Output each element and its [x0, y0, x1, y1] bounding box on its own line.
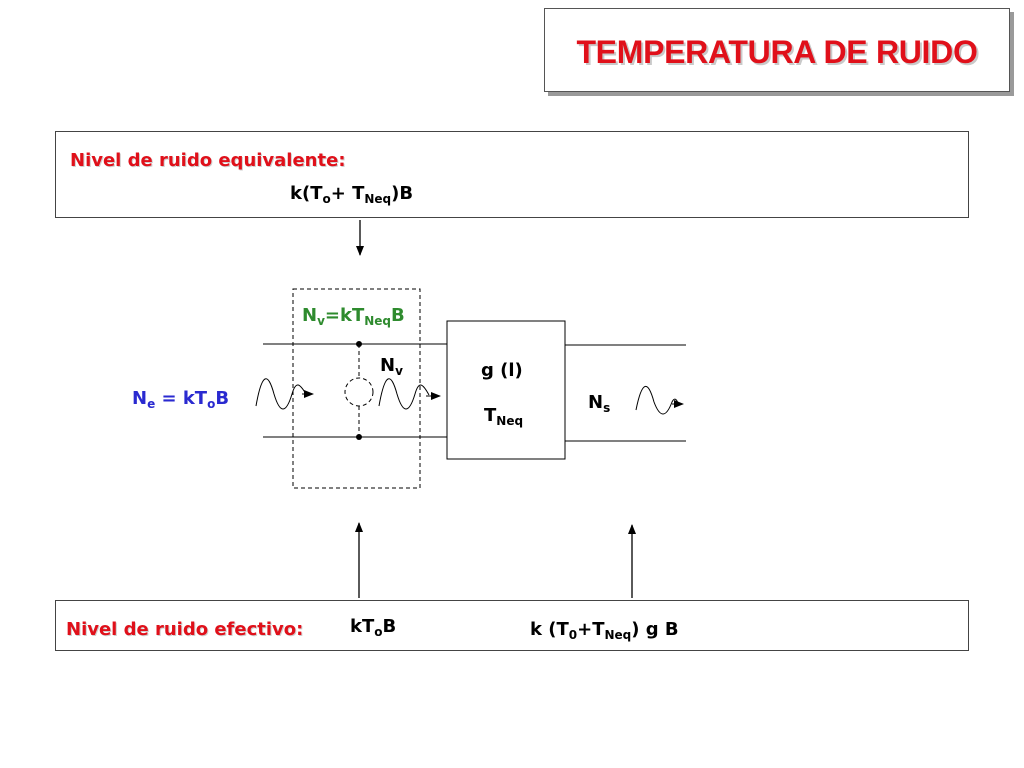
equivalent-noise-formula: k(To+ TNeq)B	[290, 183, 414, 206]
effective-noise-heading: Nivel de ruido efectivo:	[66, 619, 304, 640]
slide-title: TEMPERATURA DE RUIDO	[576, 34, 978, 70]
ns-label: Ns	[588, 392, 611, 415]
source-noise-wave	[378, 378, 430, 410]
effective-noise-input-formula: kToB	[350, 616, 397, 639]
title-box: TEMPERATURA DE RUIDO	[544, 8, 1010, 92]
node-bottom	[356, 434, 362, 440]
nv-equation: Nv=kTNeqB	[302, 305, 405, 328]
noise-source-dashed-box	[292, 288, 421, 489]
nv-label: Nv	[380, 355, 403, 378]
block-temperature-label: TNeq	[484, 405, 524, 428]
equivalent-noise-heading: Nivel de ruido equivalente:	[70, 150, 346, 171]
block-gain-label: g (l)	[481, 360, 523, 381]
noise-source-circle	[344, 377, 374, 407]
ne-equation: Ne = kToB	[132, 388, 230, 411]
effective-noise-output-formula: k (T0+TNeq) g B	[530, 619, 679, 642]
amplifier-block	[446, 320, 566, 460]
equivalent-noise-box	[55, 131, 969, 218]
effective-noise-box	[55, 600, 969, 651]
input-noise-wave	[255, 378, 307, 410]
output-noise-wave	[635, 386, 679, 415]
node-top	[356, 341, 362, 347]
